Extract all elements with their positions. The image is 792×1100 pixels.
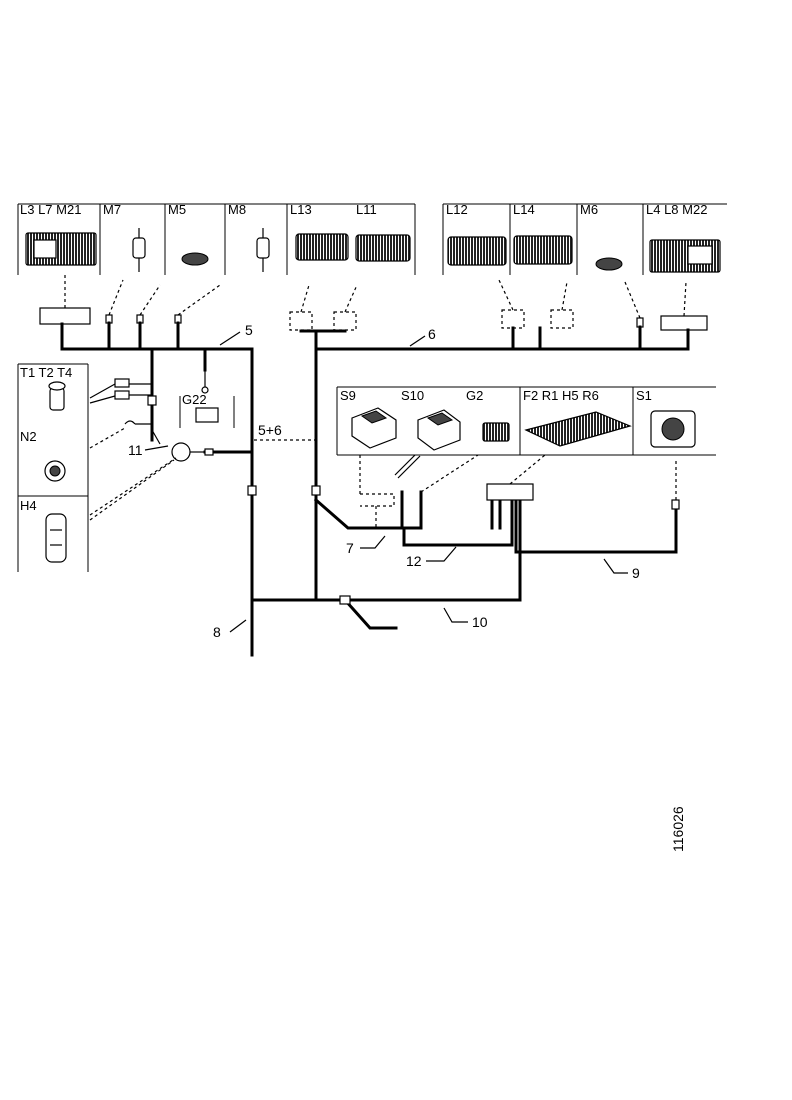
- label-m5: M5: [168, 202, 186, 217]
- motor-m6-illustration: [595, 257, 623, 271]
- label-f2-r1-h5-r6: F2 R1 H5 R6: [523, 388, 599, 403]
- middle-connectors: [359, 454, 680, 528]
- label-g22: G22: [182, 392, 207, 407]
- label-s10: S10: [401, 388, 424, 403]
- label-s1: S1: [636, 388, 652, 403]
- harness-label-10: 10: [472, 614, 488, 630]
- harness-label-7: 7: [346, 540, 354, 556]
- lamp-unit-right-illustration: [649, 239, 721, 273]
- middle-right-frame-group: [336, 386, 716, 456]
- label-l14: L14: [513, 202, 535, 217]
- motor-m7-illustration: [132, 228, 146, 272]
- label-m8: M8: [228, 202, 246, 217]
- lamp-unit-illustration: [25, 232, 97, 266]
- g22-box: [179, 370, 235, 428]
- label-t1-t2-t4: T1 T2 T4: [20, 365, 72, 380]
- lamp-l11-illustration: [355, 234, 411, 262]
- relay-n2-illustration: [44, 460, 66, 482]
- top-left-frame-group: [17, 203, 416, 275]
- harness-label-6: 6: [428, 326, 436, 342]
- switch-s9-illustration: [351, 407, 397, 449]
- harness-label-8: 8: [213, 624, 221, 640]
- label-l3-l7-m21: L3 L7 M21: [20, 202, 81, 217]
- figure-number: 116026: [670, 806, 686, 852]
- sensor-t-illustration: [48, 381, 66, 411]
- switch-s1-illustration: [650, 410, 696, 448]
- main-harness: [60, 321, 690, 657]
- switch-s10-illustration: [417, 409, 461, 451]
- motor-m8-illustration: [256, 228, 270, 272]
- label-s9: S9: [340, 388, 356, 403]
- harness-label-9: 9: [632, 565, 640, 581]
- label-l12: L12: [446, 202, 468, 217]
- motor-m5-illustration: [181, 252, 209, 266]
- label-h4: H4: [20, 498, 37, 513]
- label-l13: L13: [290, 202, 312, 217]
- harness-label-12: 12: [406, 553, 422, 569]
- top-connectors: [39, 275, 708, 331]
- label-m7: M7: [103, 202, 121, 217]
- harness-label-5: 5: [245, 322, 253, 338]
- horn-h4-illustration: [45, 513, 67, 563]
- connector-g2-illustration: [482, 422, 510, 442]
- harness-label-5-6: 5+6: [258, 422, 282, 438]
- label-l4-l8-m22: L4 L8 M22: [646, 202, 707, 217]
- joint-5-6: [247, 439, 351, 605]
- label-l11: L11: [356, 202, 377, 217]
- label-m6: M6: [580, 202, 598, 217]
- lamp-l13-illustration: [295, 233, 349, 261]
- top-right-frame-group: [442, 203, 727, 275]
- label-n2: N2: [20, 429, 37, 444]
- left-connectors: [89, 378, 214, 521]
- harness-label-11: 11: [128, 442, 143, 458]
- lamp-l14-illustration: [513, 235, 573, 265]
- label-g2: G2: [466, 388, 483, 403]
- fuse-box-illustration: [524, 411, 632, 447]
- lamp-l12-illustration: [447, 236, 507, 266]
- left-frame-group: [17, 363, 89, 572]
